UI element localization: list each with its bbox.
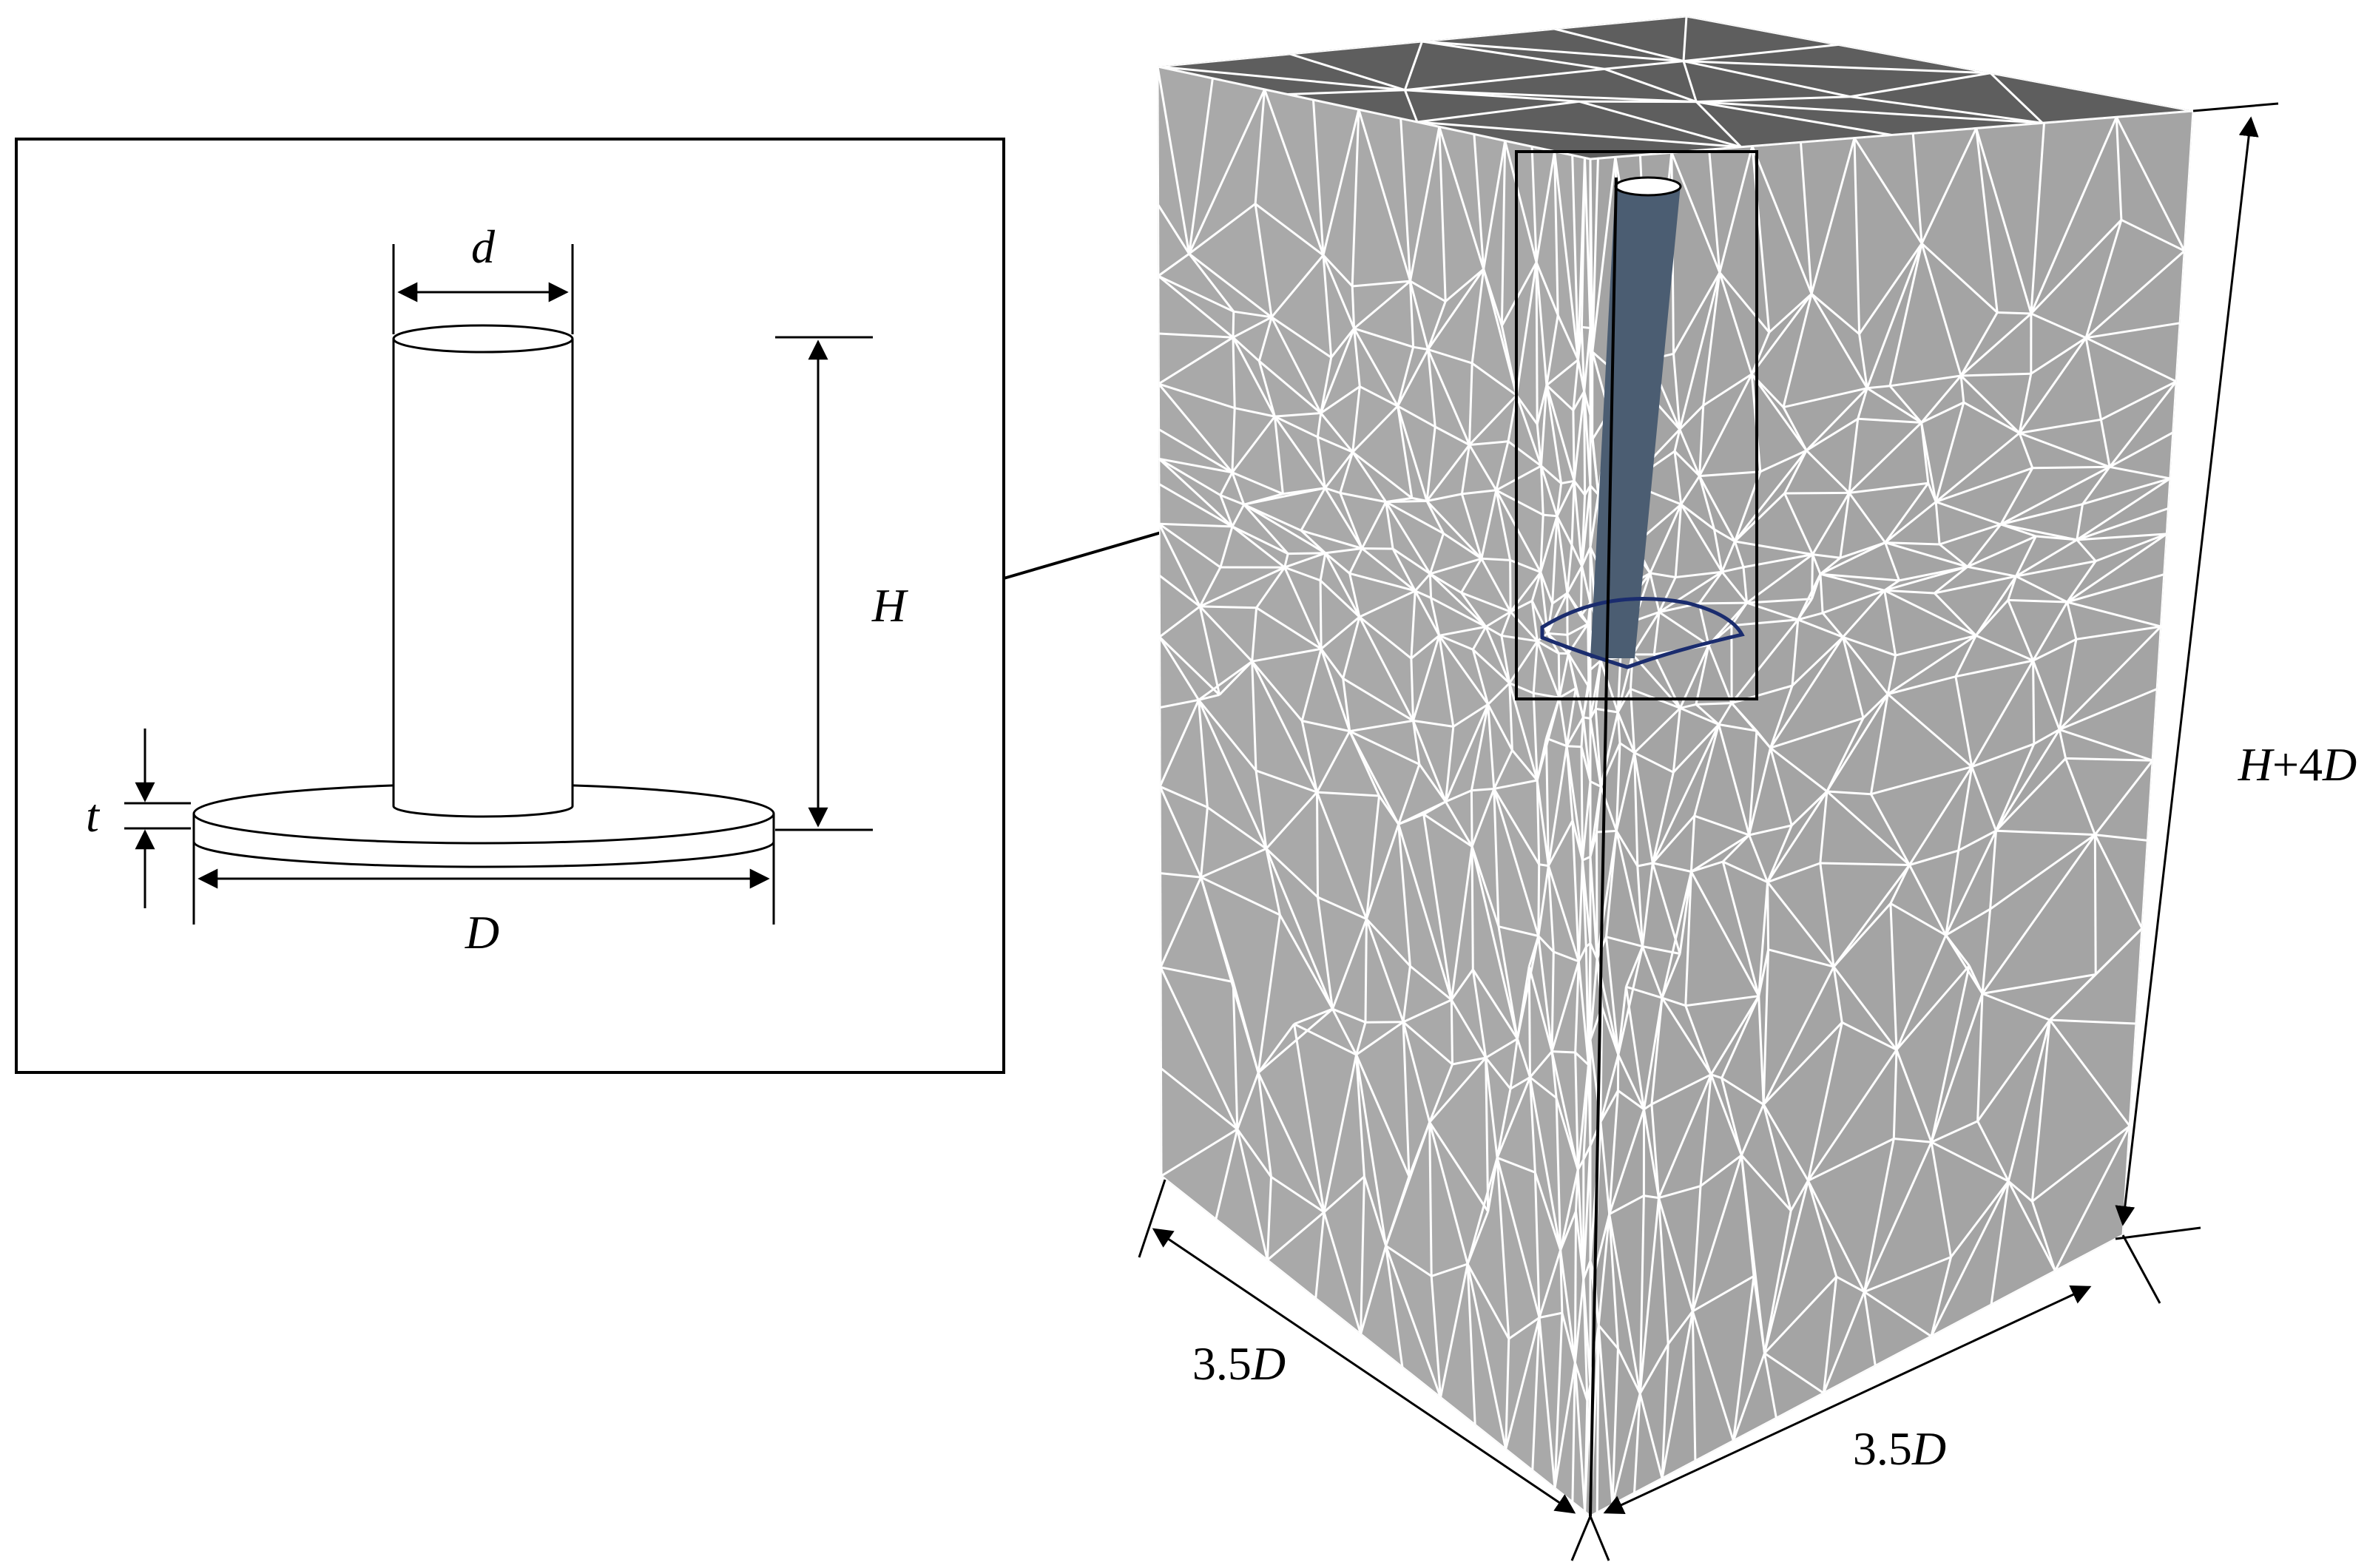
dimension-D: D [192,821,775,959]
top-face [1158,16,2193,159]
dimension-H: H [775,336,909,831]
dimension-width-left: 3.5D [1138,1179,1592,1561]
inset-diagram: d H t D [15,138,1005,1074]
label-t: t [86,789,101,842]
dimension-height: H+4D [2115,102,2357,1240]
label-H: H [871,579,909,632]
base-plate [192,783,775,868]
label-width-right: 3.5D [1853,1422,1946,1475]
label-height: H+4D [2238,738,2357,791]
dimension-d: d [392,220,574,334]
zoom-box [1515,150,1758,700]
front-edge [1589,177,1618,1517]
dimension-width-right: 3.5D [1589,1234,2161,1561]
label-width-left: 3.5D [1192,1337,1286,1390]
dimension-t: t [86,729,191,908]
mesh-left [1158,67,1590,1516]
pile-shaft [392,324,574,818]
label-D: D [465,906,499,959]
right-face [1590,111,2193,1516]
fe-model-block [1158,16,2193,1517]
label-d: d [471,220,496,273]
